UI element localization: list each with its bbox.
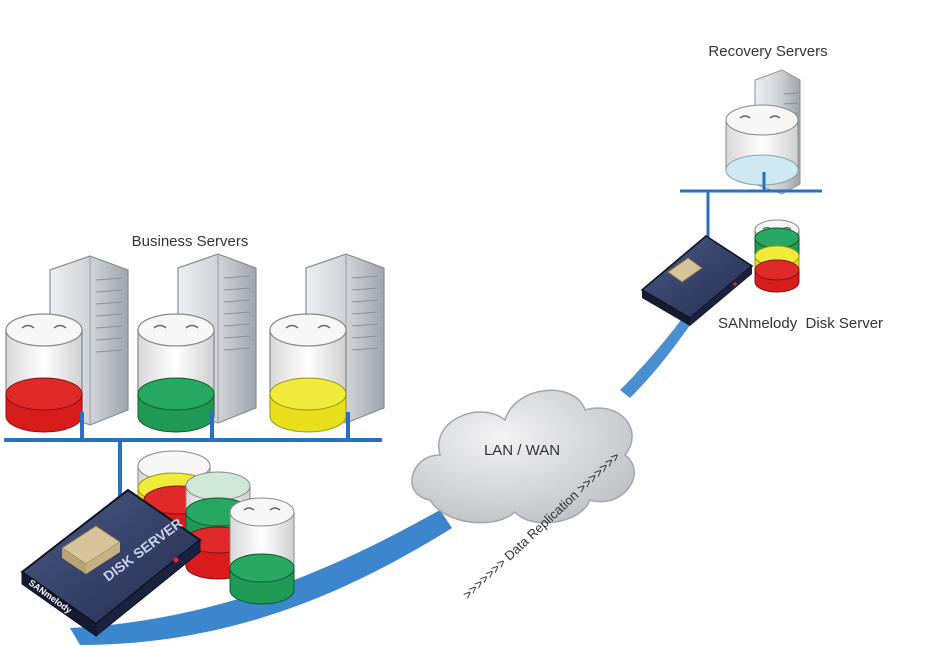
main-disk-server-device: DISK SERVER SANmelody bbox=[20, 488, 202, 638]
business-server-3 bbox=[269, 253, 385, 433]
disk-server-label: SANmelody Disk Server bbox=[718, 315, 883, 332]
remote-disk-server-device bbox=[640, 235, 754, 326]
replication-link bbox=[70, 510, 452, 645]
remote-link bbox=[620, 308, 698, 398]
business-servers-label: Business Servers bbox=[132, 233, 249, 250]
recovery-servers-label: Recovery Servers bbox=[708, 43, 827, 60]
lan-wan-label: LAN / WAN bbox=[484, 442, 560, 459]
business-server-2 bbox=[137, 253, 257, 433]
recovery-network-bus bbox=[680, 172, 822, 240]
disk-server-stack bbox=[754, 219, 800, 293]
business-server-1 bbox=[5, 255, 129, 433]
lan-wan-cloud: LAN / WAN bbox=[411, 389, 636, 524]
